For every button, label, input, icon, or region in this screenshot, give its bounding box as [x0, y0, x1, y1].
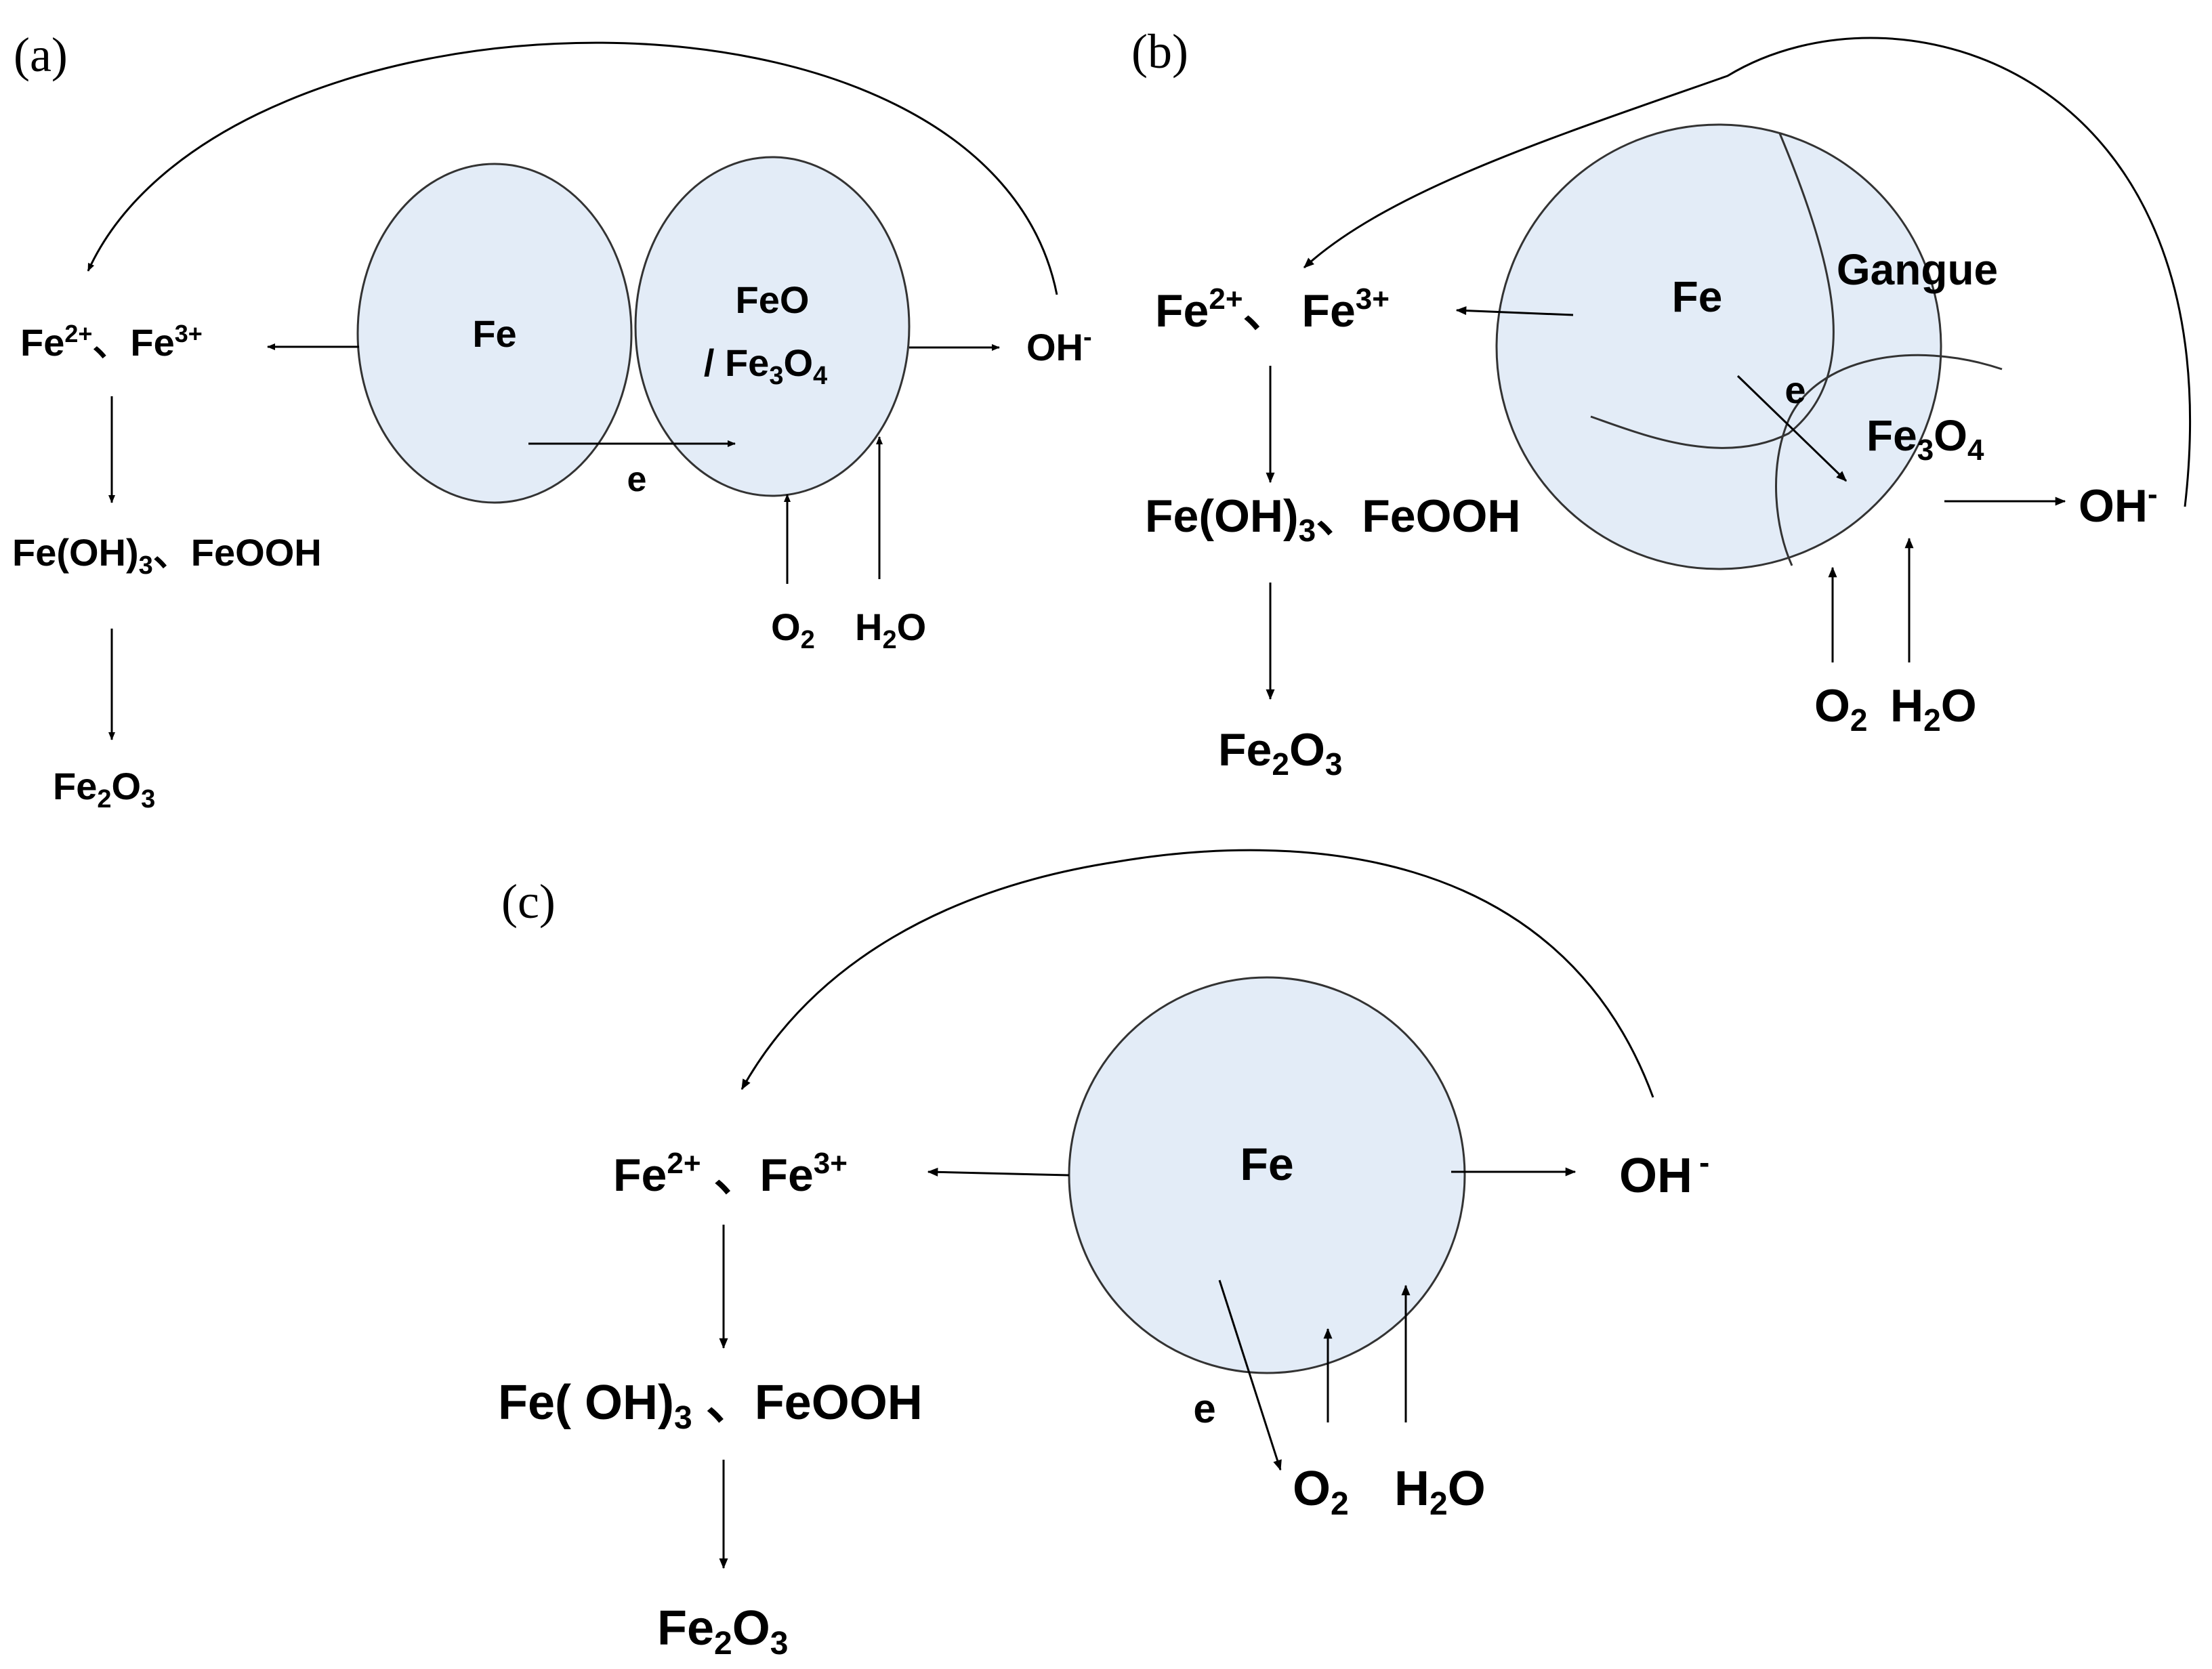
- electron-label: e: [627, 460, 647, 499]
- composite-particle: [1495, 123, 1942, 570]
- oxygen-label: O2: [1814, 680, 1868, 738]
- electron-arrow: [1218, 1280, 1282, 1471]
- ferrous-ferric-ions: Fe2+ 、Fe3+: [613, 1147, 848, 1201]
- panel-a-label: (a): [14, 28, 68, 82]
- feedback-curve: [740, 849, 1654, 1098]
- ferrous-ferric-ions: Fe2+、Fe3+: [20, 320, 203, 364]
- fe-label: Fe: [472, 312, 516, 355]
- hydroxide-ion: OH-: [2079, 478, 2158, 532]
- oxygen-label: O2: [771, 606, 815, 654]
- dissolution-arrow: [1455, 306, 1574, 316]
- oxide-label-line2: / Fe3O4: [704, 341, 827, 390]
- fe-particle: [356, 163, 633, 504]
- electron-arrow: [1736, 375, 1848, 482]
- water-label: H2O: [1394, 1462, 1486, 1522]
- hydroxide-ion: OH-: [1619, 1145, 1709, 1203]
- electron-label: e: [1193, 1386, 1215, 1431]
- oxide-particle: [634, 156, 911, 497]
- panel-c: (c) Fe Fe2+ 、Fe3+ Fe( OH)3 、FeOOH Fe2O3 …: [498, 849, 1709, 1662]
- electron-label: e: [1785, 368, 1806, 411]
- hydroxides: Fe(OH)3、FeOOH: [12, 531, 322, 580]
- magnetite-label: Fe3O4: [1866, 411, 1984, 467]
- hydroxides: Fe( OH)3 、FeOOH: [498, 1376, 923, 1436]
- gangue-label: Gangue: [1837, 245, 1998, 294]
- water-label: H2O: [1890, 680, 1977, 738]
- phase-boundary-oxide: [1775, 354, 2003, 566]
- panel-b: (b) Fe Gangue Fe3O4 e Fe2+、 Fe3+ Fe(OH)3…: [1131, 24, 2191, 782]
- panel-a: (a) Fe FeO / Fe3O4 e Fe2+、Fe3+ Fe(OH)3、F…: [12, 28, 1092, 814]
- hematite: Fe2O3: [657, 1601, 788, 1662]
- hematite: Fe2O3: [1218, 724, 1342, 782]
- panel-b-label: (b): [1131, 24, 1188, 79]
- ferrous-ferric-ions: Fe2+、 Fe3+: [1155, 282, 1390, 337]
- feedback-curve: [87, 41, 1058, 295]
- hydroxide-ion: OH-: [1026, 323, 1092, 368]
- dissolution-arrow: [927, 1167, 1070, 1177]
- hydroxides: Fe(OH)3、FeOOH: [1145, 490, 1521, 548]
- phase-boundary-fe-gangue: [1590, 133, 1835, 449]
- fe-label: Fe: [1240, 1139, 1293, 1190]
- panel-c-label: (c): [501, 874, 556, 929]
- hematite: Fe2O3: [53, 765, 155, 814]
- feedback-curve: [1303, 37, 2191, 507]
- oxide-label-line1: FeO: [736, 278, 810, 321]
- water-label: H2O: [855, 606, 926, 654]
- oxygen-label: O2: [1293, 1462, 1349, 1522]
- fe-label: Fe: [1672, 272, 1723, 321]
